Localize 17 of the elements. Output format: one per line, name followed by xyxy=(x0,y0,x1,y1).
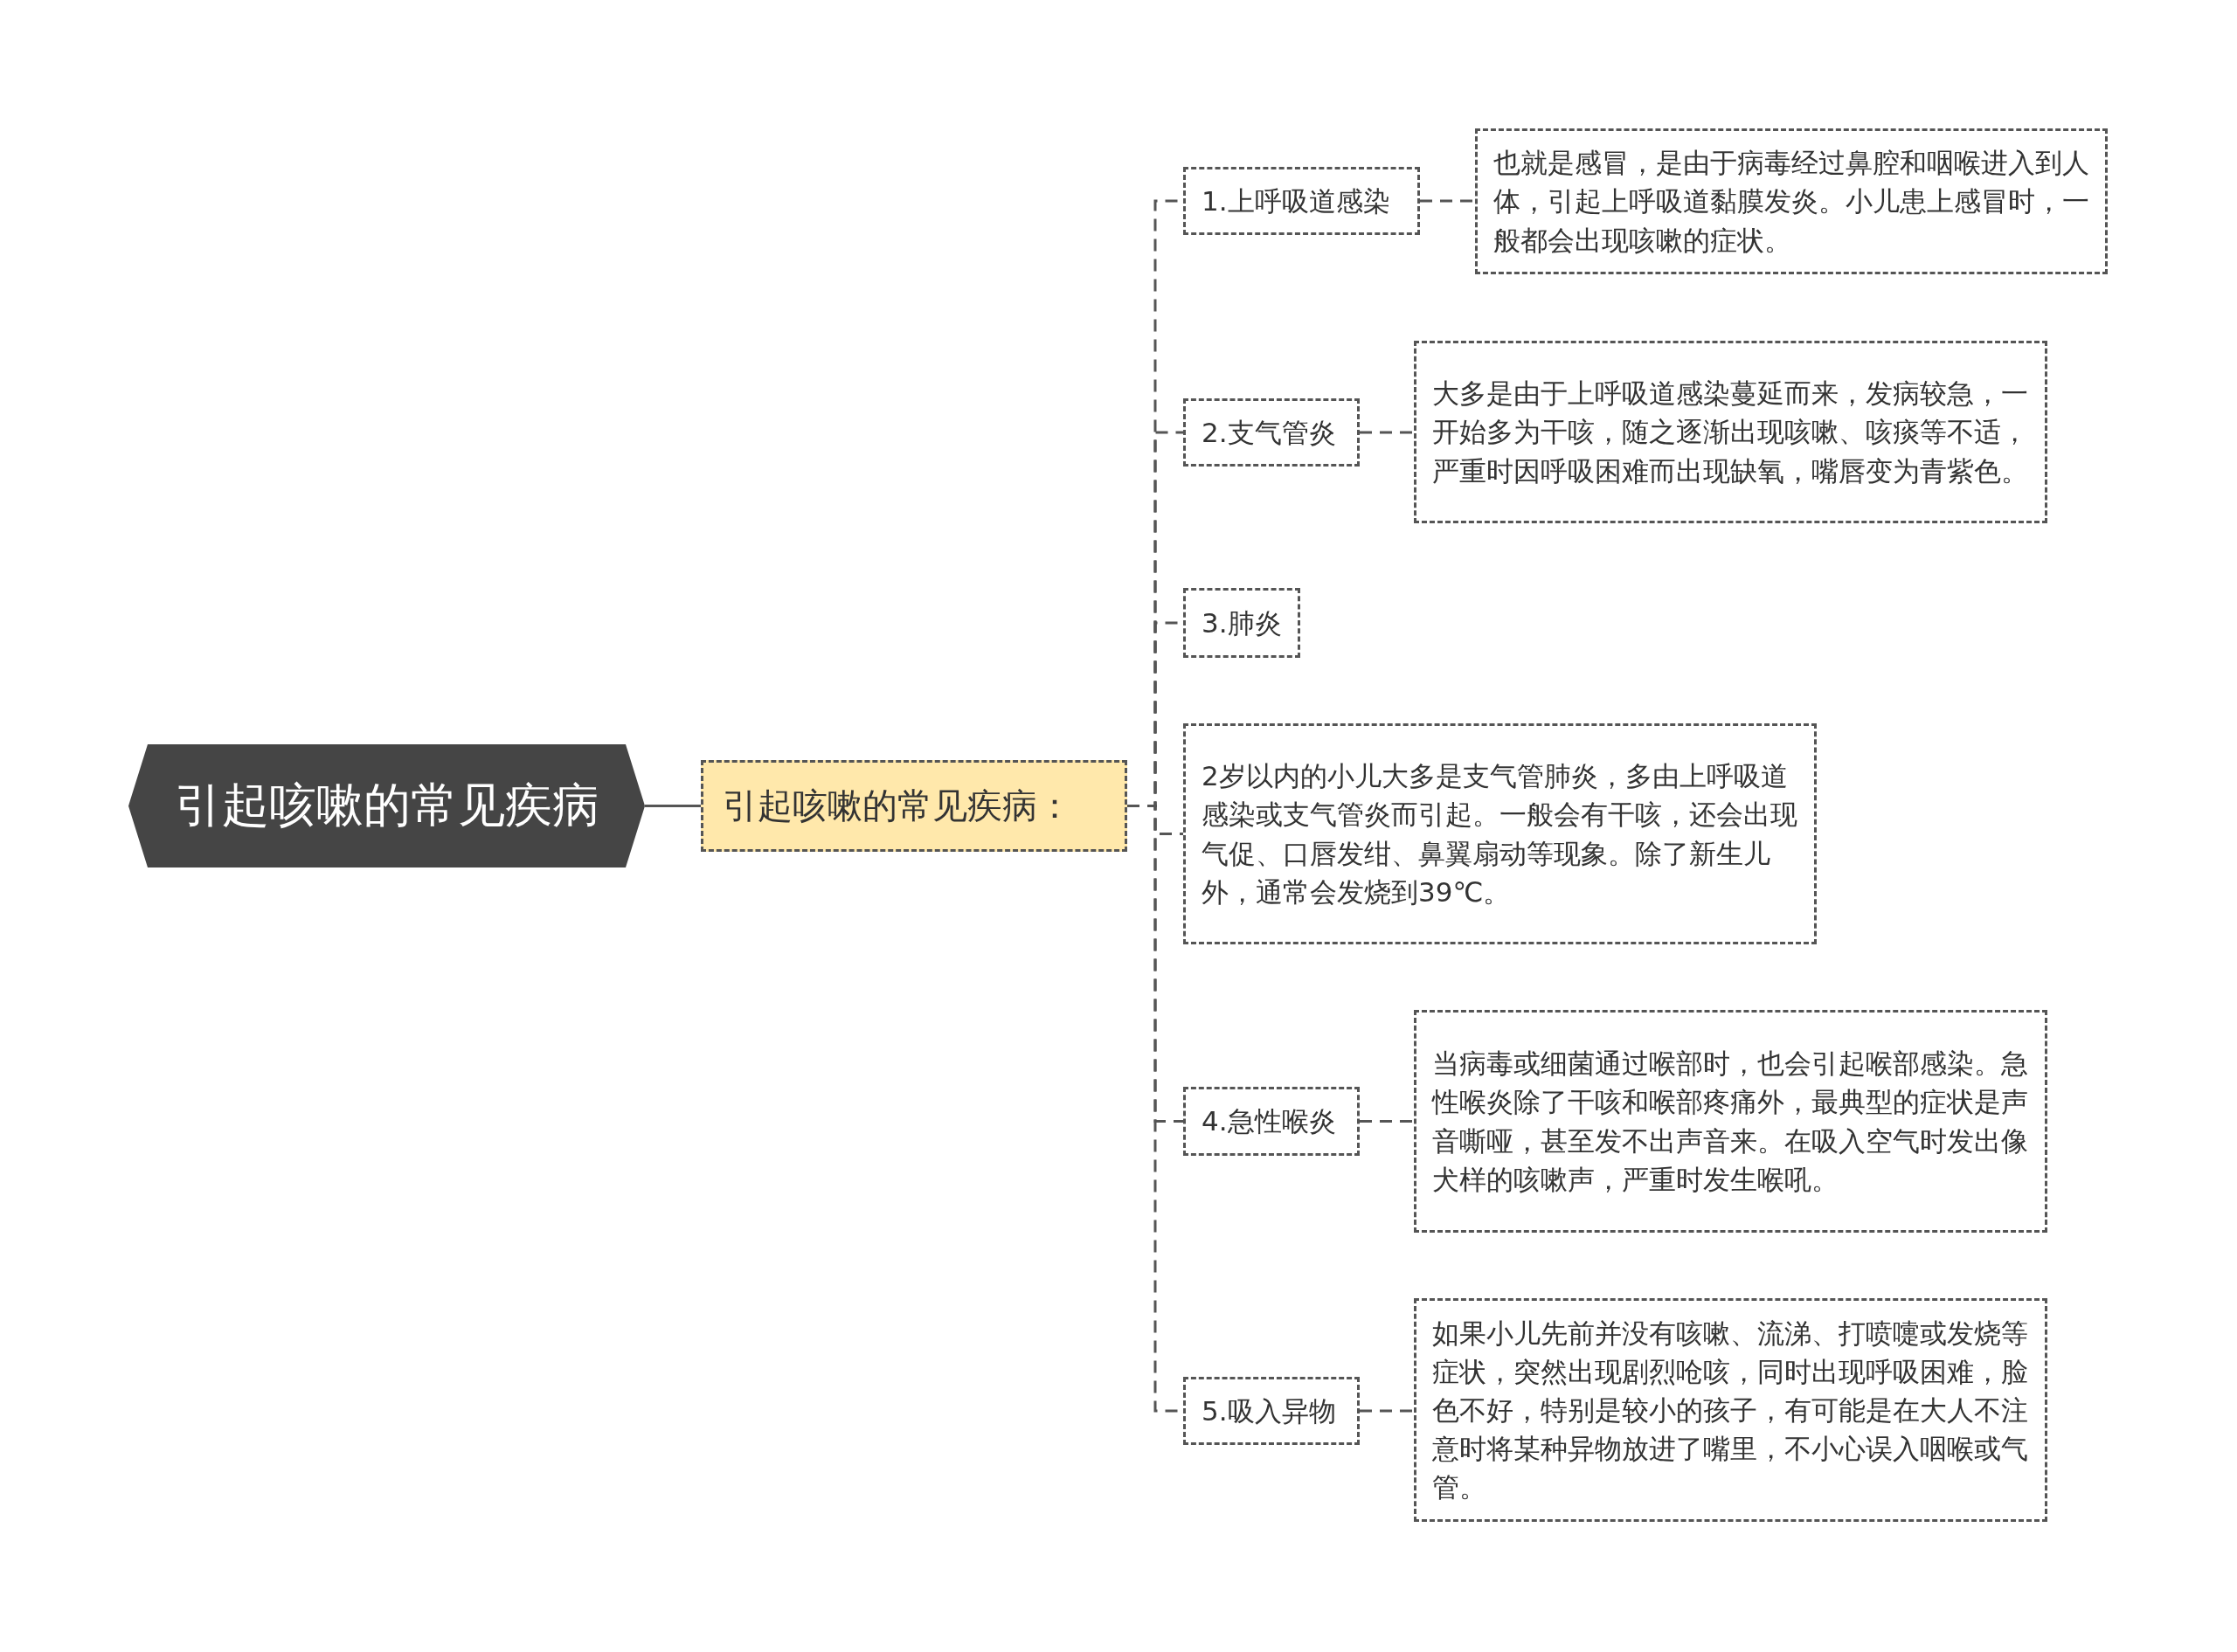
connector-line xyxy=(1420,199,1475,203)
category-box: 4.急性喉炎 xyxy=(1183,1087,1360,1156)
category-box: 1.上呼吸道感染 xyxy=(1183,167,1420,235)
description-box: 如果小儿先前并没有咳嗽、流涕、打喷嚏或发烧等症状，突然出现剧烈呛咳，同时出现呼吸困难，脸色不好，特别是较小的孩子，有可能是在大人不注意时将某种异物放进了嘴里，不小心误入咽喉或气管。 xyxy=(1414,1298,2047,1522)
central-topic-hexagon: 引起咳嗽的常见疾病 xyxy=(128,744,645,867)
description-box: 也就是感冒，是由于病毒经过鼻腔和咽喉进入到人体，引起上呼吸道黏膜发炎。小儿患上感冒时，一般都会出现咳嗽的症状。 xyxy=(1475,128,2108,274)
description-box: 2岁以内的小儿大多是支气管肺炎，多由上呼吸道感染或支气管炎而引起。一般会有干咳，还会出现气促、口唇发绀、鼻翼扇动等现象。除了新生儿外，通常会发烧到39℃。 xyxy=(1183,723,1817,944)
category-box: 3.肺炎 xyxy=(1183,588,1300,658)
connector-line xyxy=(1360,431,1414,434)
connector-line xyxy=(1360,1120,1414,1123)
description-box: 大多是由于上呼吸道感染蔓延而来，发病较急，一开始多为干咳，随之逐渐出现咳嗽、咳痰等不适，严重时因呼吸困难而出现缺氧，嘴唇变为青紫色。 xyxy=(1414,341,2047,523)
topic-box: 引起咳嗽的常见疾病： xyxy=(701,760,1127,852)
connector-line xyxy=(1360,1409,1414,1413)
connector-line xyxy=(645,805,701,807)
category-box: 5.吸入异物 xyxy=(1183,1377,1360,1445)
description-box: 当病毒或细菌通过喉部时，也会引起喉部感染。急性喉炎除了干咳和喉部疼痛外，最典型的症状是声音嘶哑，甚至发不出声音来。在吸入空气时发出像犬样的咳嗽声，严重时发生喉吼。 xyxy=(1414,1010,2047,1233)
category-box: 2.支气管炎 xyxy=(1183,398,1360,467)
